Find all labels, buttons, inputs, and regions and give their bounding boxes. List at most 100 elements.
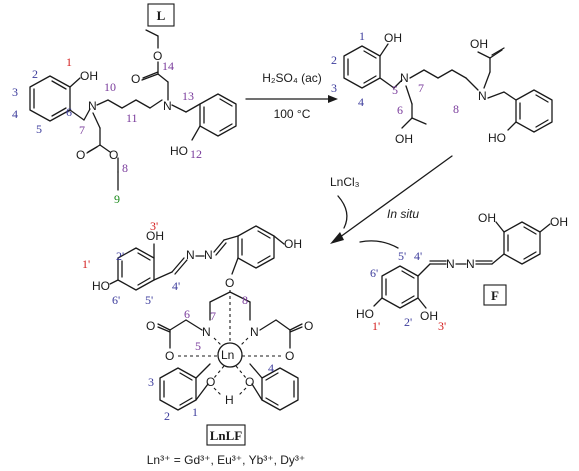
atom-n-LnLF-core1: N: [202, 325, 211, 339]
label-LnLF-box: [206, 424, 246, 446]
ring-F-left: [381, 265, 419, 309]
num-L-5: 5: [36, 122, 42, 136]
atom-h-LnLF: H: [225, 393, 234, 407]
num-L-14: 14: [162, 59, 174, 73]
atom-n-LnLF2: N: [204, 248, 213, 262]
reaction-arrow-1: H₂SO₄ (ac) 100 °C: [245, 71, 338, 121]
num-L-11: 11: [126, 111, 138, 125]
num-F-2p: 2': [404, 315, 412, 329]
num-acid-1: 1: [359, 29, 365, 43]
num-F-5p: 5': [398, 249, 406, 263]
label-LnLF: LnLF: [210, 428, 243, 443]
num-LnLF-5: 5: [195, 339, 201, 353]
atom-n-L1: N: [88, 99, 97, 113]
num-L-10: 10: [104, 80, 116, 94]
reaction-temperature: 100 °C: [274, 107, 311, 121]
complex-LnLF: OH HO N N OH O N N O O: [82, 219, 313, 467]
compound-acid: OH N OH N OH HO 1 2 3 4 5 6 7 8: [331, 29, 553, 146]
num-LnLF-3: 3: [148, 375, 154, 389]
atom-oh-acid1: OH: [384, 31, 402, 45]
num-F-3p: 3': [438, 319, 446, 333]
label-F: F: [491, 288, 499, 303]
atom-o-LnLF-ph2: O: [245, 375, 254, 389]
atom-n-F1: N: [446, 257, 455, 271]
atom-n-acid2: N: [478, 89, 487, 103]
num-acid-2: 2: [331, 53, 337, 67]
compound-F: F HO OH N N OH OH 4' 5' 6' 1' 2' 3': [356, 211, 568, 333]
num-L-6: 6: [66, 105, 72, 119]
atom-ho-L: HO: [170, 144, 188, 158]
num-LnLF-4p: 4': [172, 279, 180, 293]
num-acid-4: 4: [358, 95, 364, 109]
atom-oh-acid3: OH: [470, 37, 488, 51]
label-L-box: [147, 3, 175, 27]
atom-o-LnLF-ph1: O: [206, 375, 215, 389]
num-LnLF-6: 6: [184, 307, 190, 321]
phenol-ring-acid-left: [343, 45, 381, 89]
atom-oh-L: OH: [80, 69, 98, 83]
atom-o-L2: O: [109, 148, 118, 162]
num-L-13: 13: [182, 89, 194, 103]
atom-o-LnLF-c3: O: [304, 319, 313, 333]
atom-o-L4: O: [153, 49, 162, 63]
reaction-arrow-2: LnCl₃ In situ: [330, 155, 453, 249]
num-L-3: 3: [12, 85, 18, 99]
atom-ho-F1: HO: [356, 307, 374, 321]
atom-n-acid1: N: [400, 71, 409, 85]
num-LnLF-1p: 1': [82, 257, 90, 271]
num-acid-3: 3: [331, 81, 337, 95]
num-LnLF-2: 2: [164, 409, 170, 423]
atom-o-LnLF-c4: O: [285, 349, 294, 363]
num-LnLF-8: 8: [242, 293, 248, 307]
phenol-ring-left: [29, 75, 71, 122]
atom-oh-F3: OH: [550, 215, 568, 229]
ring-LnLF-phenol-left: [159, 367, 197, 411]
in-situ-label: In situ: [387, 207, 419, 221]
num-LnLF-7: 7: [210, 309, 216, 323]
num-LnLF-4: 4: [268, 361, 274, 375]
num-F-1p: 1': [372, 319, 380, 333]
atom-o-LnLF-F: O: [225, 276, 234, 290]
atom-o-LnLF-c1: O: [146, 319, 155, 333]
compound-L: L OH N O O N O O: [12, 3, 237, 206]
atom-ln: Ln: [221, 348, 234, 362]
atom-oh-F2: OH: [478, 211, 496, 225]
num-LnLF-1: 1: [192, 405, 198, 419]
num-acid-8: 8: [453, 102, 459, 116]
phenol-ring-acid-right: [515, 89, 553, 133]
atom-oh-LnLF2: OH: [284, 237, 302, 251]
num-L-2: 2: [32, 67, 38, 81]
num-LnLF-3p: 3': [150, 219, 158, 233]
atom-oh-acid2: OH: [395, 132, 413, 146]
num-LnLF-5p: 5': [145, 293, 153, 307]
reagent-h2so4: H₂SO₄ (ac): [262, 71, 322, 85]
num-LnLF-2p: 2': [116, 249, 124, 263]
label-L: L: [157, 8, 166, 23]
atom-n-L2: N: [163, 99, 172, 113]
atom-n-LnLF1: N: [186, 248, 195, 262]
reagent-lncl3: LnCl₃: [330, 175, 360, 189]
num-F-4p: 4': [414, 249, 422, 263]
num-L-4: 4: [12, 107, 18, 121]
num-acid-6: 6: [397, 103, 403, 117]
ring-F-right: [503, 221, 541, 265]
atom-oh-LnLF1: OH: [146, 229, 164, 243]
num-acid-7: 7: [418, 81, 424, 95]
num-L-1: 1: [66, 55, 72, 69]
num-acid-5: 5: [392, 83, 398, 97]
num-LnLF-6p: 6': [112, 293, 120, 307]
num-F-6p: 6': [370, 266, 378, 280]
phenol-ring-right-L: [199, 93, 237, 137]
label-F-box: [483, 284, 507, 306]
ring-LnLF-F-right: [237, 225, 275, 269]
atom-n-F2: N: [466, 257, 475, 271]
atom-o-LnLF-c2: O: [165, 349, 174, 363]
num-L-9: 9: [114, 192, 120, 206]
atom-oh-F1: OH: [420, 309, 438, 323]
num-L-8: 8: [122, 161, 128, 175]
ln-centre: [217, 342, 243, 368]
atom-o-L1: O: [76, 148, 85, 162]
footer-ln-list: Ln³⁺ = Gd³⁺, Eu³⁺, Yb³⁺, Dy³⁺: [147, 453, 306, 467]
num-L-7: 7: [79, 123, 85, 137]
